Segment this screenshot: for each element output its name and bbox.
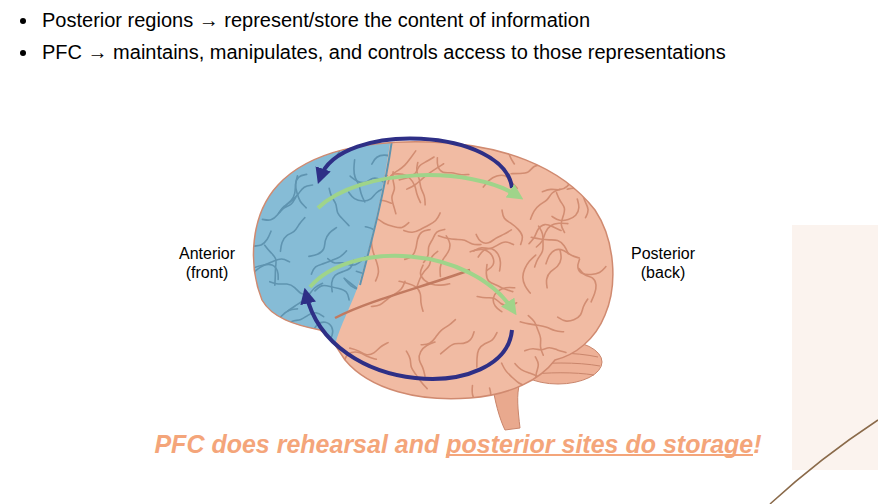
sulcus	[558, 299, 588, 321]
sulcus	[582, 148, 609, 178]
sulcus	[524, 357, 538, 395]
sulcus	[570, 153, 606, 172]
sulcus	[344, 278, 380, 298]
underline	[446, 454, 753, 456]
sulcus	[546, 374, 577, 398]
sulcus	[438, 236, 481, 245]
brain	[236, 113, 647, 428]
sulcus	[499, 113, 520, 148]
sulcus	[552, 199, 579, 221]
sulcus	[280, 218, 304, 252]
sulcus	[309, 228, 337, 257]
sulcus	[478, 249, 500, 271]
sulcus	[350, 343, 388, 355]
sulcus	[480, 388, 490, 428]
sulcus	[502, 210, 522, 244]
arrow-arc	[306, 294, 512, 379]
sulcus	[590, 159, 603, 196]
sulcus	[520, 322, 563, 332]
sulcus	[248, 264, 278, 279]
sulcus	[349, 188, 384, 201]
bullet-dot	[20, 18, 26, 24]
direction-label: Posterior (back)	[622, 244, 704, 282]
sulcus	[474, 242, 514, 251]
sulcus	[523, 255, 536, 293]
sulcus	[556, 193, 564, 233]
sulcus	[421, 320, 455, 345]
sulcus	[536, 223, 567, 247]
sulcus	[437, 158, 469, 175]
sulcus	[406, 351, 427, 389]
sulcus	[356, 271, 385, 301]
sulcus	[296, 174, 307, 207]
sulcus	[578, 259, 606, 274]
bullet-text: PFC → maintains, manipulates, and contro…	[42, 40, 872, 64]
sulcus	[252, 154, 270, 190]
bullet-text: Posterior regions → represent/store the …	[42, 8, 872, 32]
sulcus	[609, 339, 647, 348]
brain-outline	[254, 142, 613, 399]
sulcus	[404, 213, 440, 232]
sulcus	[371, 238, 378, 281]
sulcus	[262, 197, 295, 220]
sulcus	[298, 126, 307, 165]
bullet-dot	[20, 50, 26, 56]
sulcus	[525, 348, 566, 353]
sulcus	[476, 230, 511, 243]
sulcus	[531, 237, 568, 253]
sulcus	[419, 342, 435, 376]
sulcus	[559, 148, 590, 179]
sulcus	[531, 189, 560, 219]
arrow-arc	[318, 175, 518, 208]
sulcus	[441, 332, 474, 354]
sulcus	[440, 236, 450, 276]
background-panel	[792, 225, 878, 470]
sulcus	[546, 249, 579, 263]
sulcus	[468, 123, 501, 142]
decorative-curve	[770, 420, 878, 504]
sulcus	[393, 309, 416, 342]
direction-label: Anterior (front)	[168, 244, 246, 282]
sulcus	[552, 145, 587, 160]
arrow-arc	[310, 256, 513, 310]
